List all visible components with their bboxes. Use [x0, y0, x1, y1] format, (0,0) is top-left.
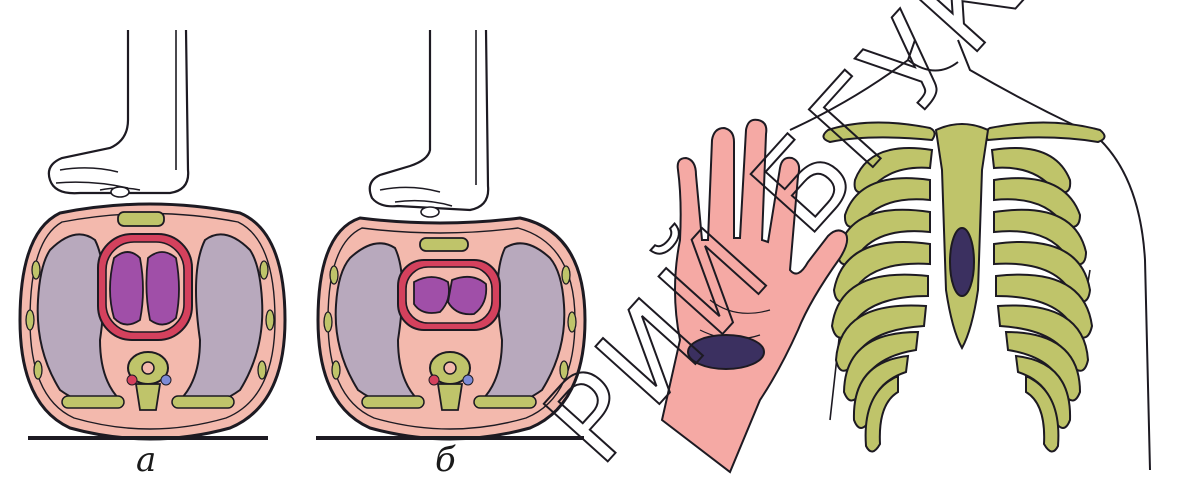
- label-b: б: [435, 440, 456, 480]
- sternum-compression-point: [950, 228, 974, 296]
- heart-chamber-a2: [146, 252, 179, 325]
- palm-heel-marker: [688, 335, 764, 369]
- heart-chamber-b1: [414, 277, 449, 313]
- sternum-b: [420, 238, 468, 251]
- sternum-a: [118, 212, 164, 226]
- hand-placement-diagram: [640, 0, 1177, 493]
- heart-chamber-a1: [110, 252, 143, 325]
- label-a: а: [136, 440, 156, 480]
- compression-diagram: а б: [0, 0, 622, 493]
- compression-illustration: [0, 0, 622, 493]
- heart-chamber-b2: [448, 277, 486, 314]
- hand-ribcage-illustration: [640, 0, 1177, 493]
